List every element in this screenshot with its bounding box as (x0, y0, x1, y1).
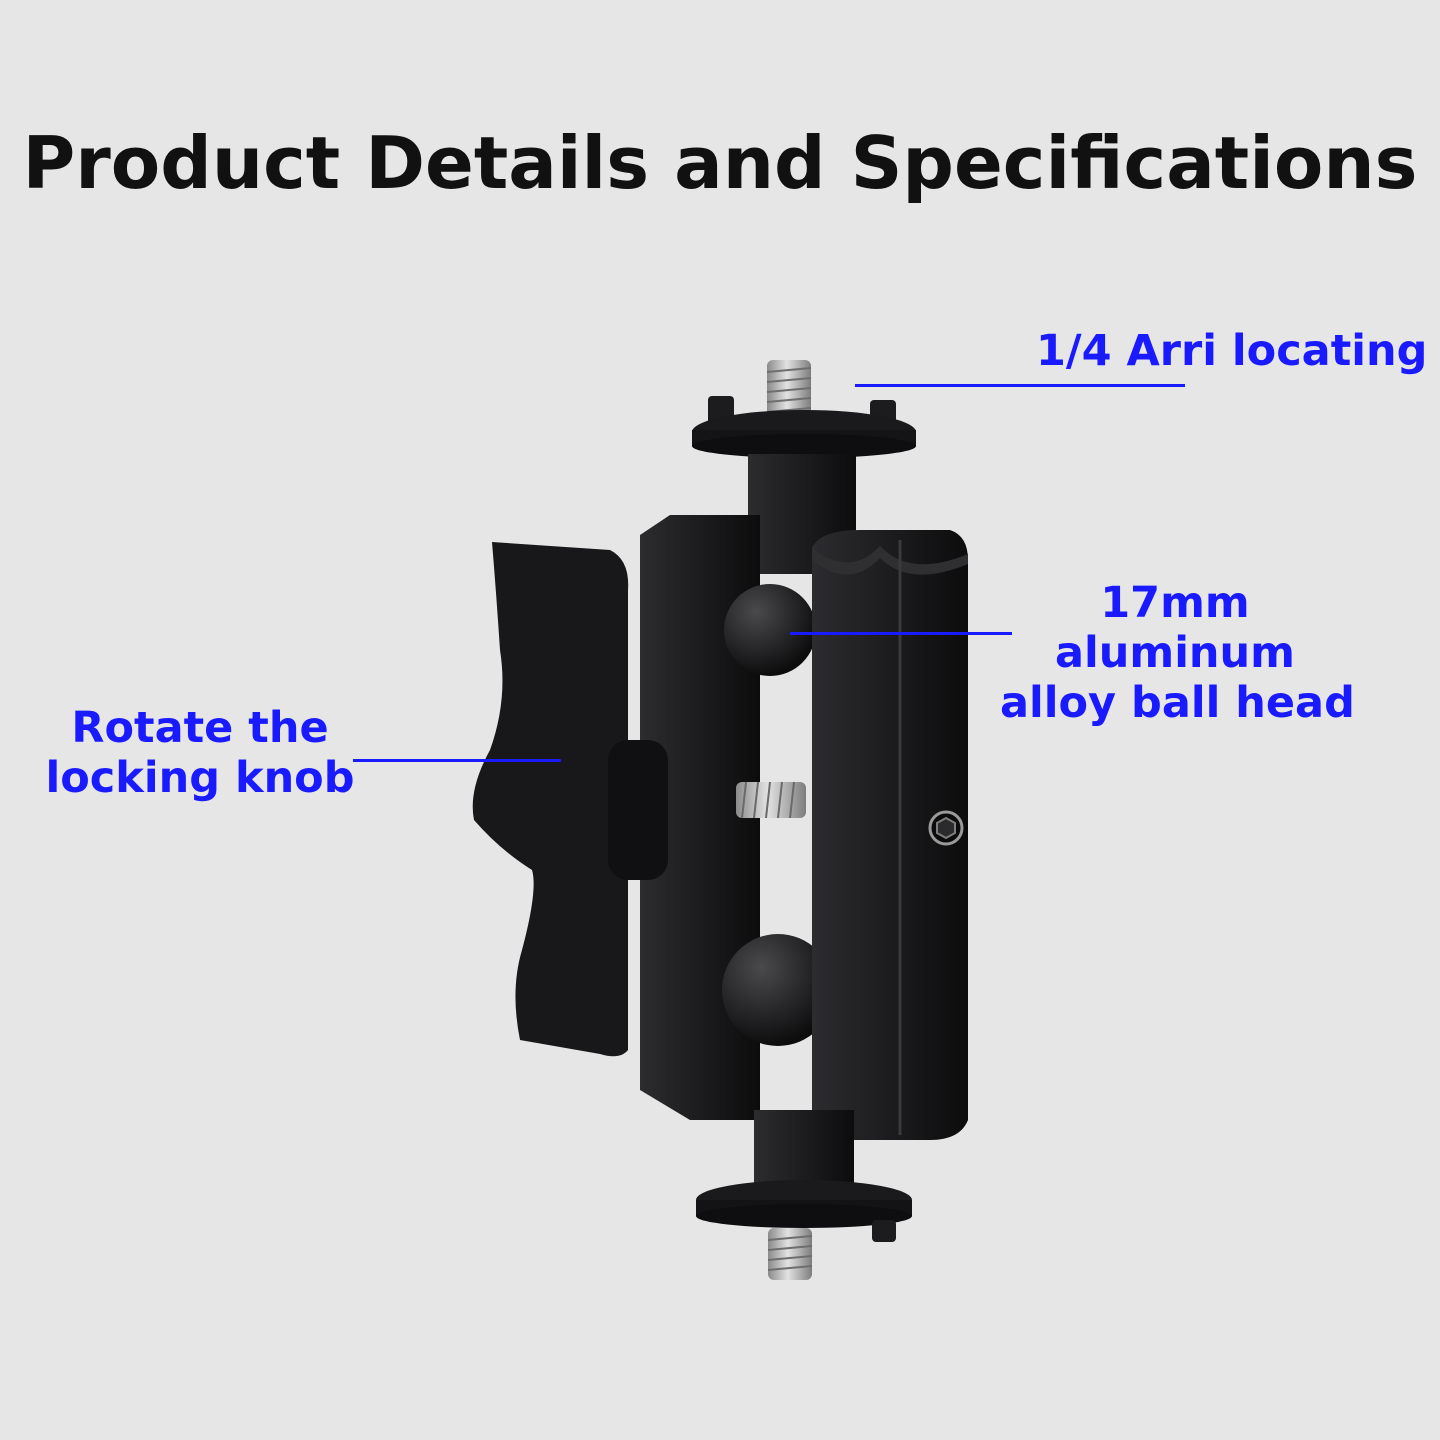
page-title: Product Details and Specifications (22, 121, 1418, 205)
callout-line-arri (855, 384, 1185, 387)
product-image (472, 360, 968, 1280)
middle-screw (736, 781, 806, 819)
callout-ball-head-line3: alloy ball head (1000, 678, 1355, 728)
bottom-screw (767, 1228, 813, 1280)
callout-line-ball-head (790, 632, 1012, 635)
callout-line-knob (353, 759, 561, 762)
top-screw (766, 360, 812, 424)
callout-arri-text: 1/4 Arri locating (1036, 326, 1428, 376)
upper-ball (724, 584, 816, 676)
callout-locking-knob: Rotate the locking knob (40, 703, 360, 803)
callout-knob-line1: Rotate the (71, 703, 329, 753)
callout-knob-line2: locking knob (45, 753, 355, 803)
locking-knob (472, 542, 629, 1057)
callout-ball-head: 17mm aluminum alloy ball head (1000, 578, 1355, 728)
callout-arri-locating: 1/4 Arri locating (1036, 326, 1427, 376)
callout-ball-head-line1: 17mm (1100, 578, 1250, 628)
lower-ball (722, 934, 834, 1046)
top-plate (692, 396, 916, 458)
bottom-plate (696, 1180, 912, 1242)
callout-ball-head-line2: aluminum (1055, 628, 1295, 678)
front-clamp-bar (812, 530, 968, 1140)
